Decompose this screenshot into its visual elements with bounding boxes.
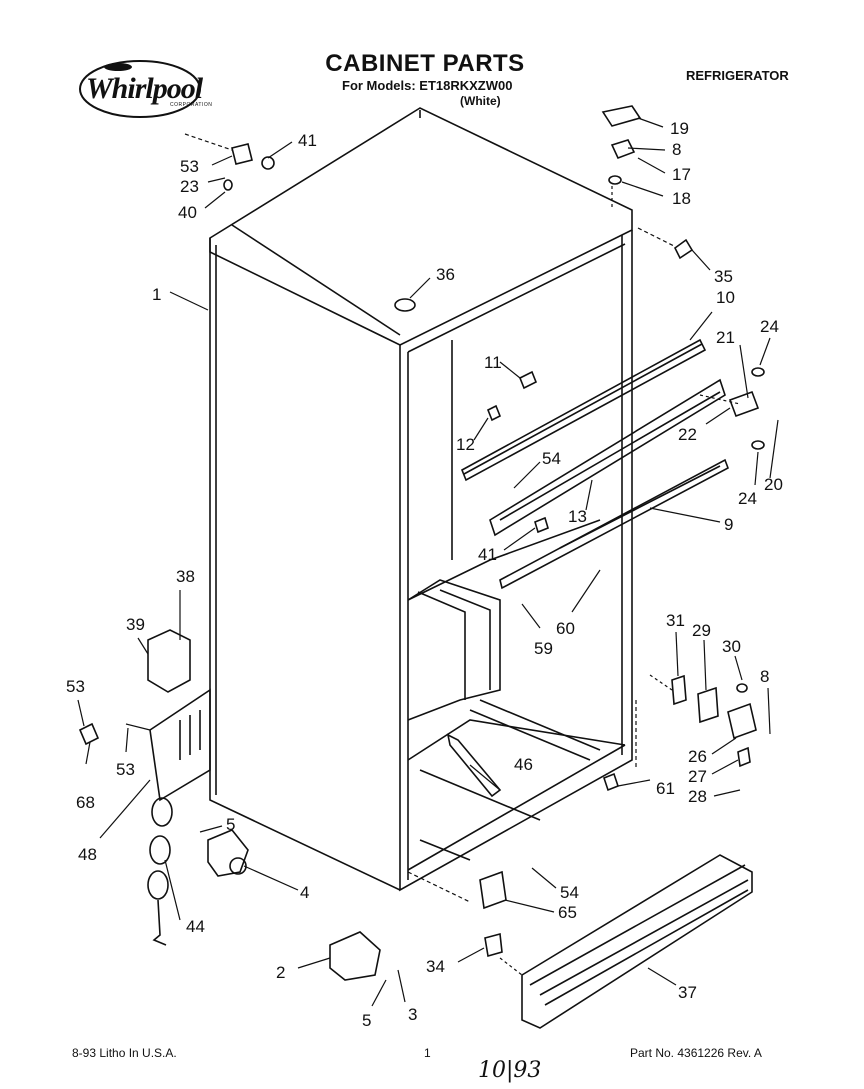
callout-17: 17 <box>672 165 691 184</box>
callout-29: 29 <box>692 621 711 640</box>
page-title: CABINET PARTS <box>325 50 525 77</box>
callout-48: 48 <box>78 845 97 864</box>
model-line: For Models: ET18RKXZW00 <box>342 78 513 93</box>
callout-11: 11 <box>484 353 502 372</box>
leader-lines <box>77 117 779 1007</box>
callout-34: 35 <box>714 267 733 286</box>
callout-24-top: 24 <box>760 317 779 336</box>
callout-8-top: 8 <box>672 140 681 159</box>
callout-53-mid: 53 <box>116 760 135 779</box>
base-grille <box>521 854 753 1029</box>
callout-1: 1 <box>152 285 161 304</box>
callout-26: 26 <box>688 747 707 766</box>
color-line: (White) <box>460 94 501 108</box>
callout-39: 40 <box>178 203 197 222</box>
callout-4: 4 <box>300 883 309 902</box>
handwritten-date: 10|93 <box>478 1058 542 1083</box>
callout-18: 18 <box>672 189 691 208</box>
callout-21: 21 <box>716 328 735 347</box>
callout-9: 9 <box>724 515 733 534</box>
callout-54-mid: 54 <box>542 449 561 468</box>
callout-5-bottom: 5 <box>362 1011 371 1030</box>
callout-41: 41 <box>478 545 497 564</box>
callout-53-top: 53 <box>180 157 199 176</box>
callout-59: 59 <box>534 639 553 658</box>
cabinet-shell <box>149 107 633 892</box>
callout-61: 61 <box>656 779 675 798</box>
callout-3: 3 <box>408 1005 417 1024</box>
callout-38: 39 <box>126 615 145 634</box>
callout-2: 2 <box>276 963 285 982</box>
callout-31: 31 <box>666 611 685 630</box>
callout-54-bottom: 54 <box>560 883 579 902</box>
callout-24-bottom: 24 <box>738 489 757 508</box>
callout-65: 65 <box>558 903 577 922</box>
callout-46: 46 <box>514 755 533 774</box>
callout-10: 10 <box>716 288 735 307</box>
shelf-rails <box>460 338 729 590</box>
litho-note: 8-93 Litho In U.S.A. <box>72 1046 177 1060</box>
small-parts <box>78 105 765 981</box>
callout-35: 37 <box>678 983 697 1002</box>
part-number: Part No. 4361226 Rev. A <box>630 1046 762 1060</box>
callout-53-left: 53 <box>66 677 85 696</box>
callout-13: 13 <box>568 507 587 526</box>
callout-numbers: 53 23 40 41 1 36 19 8 17 18 35 10 21 24 … <box>66 119 783 1030</box>
callout-44: 44 <box>186 917 205 936</box>
brand-sub: CORPORATION <box>170 102 213 108</box>
callout-33: 34 <box>426 957 445 976</box>
callout-30: 30 <box>722 637 741 656</box>
callout-8-right: 8 <box>760 667 769 686</box>
callout-36: 36 <box>436 265 455 284</box>
callout-37: 38 <box>176 567 195 586</box>
callout-5-top: 5 <box>226 815 235 834</box>
page-number: 1 <box>424 1046 431 1060</box>
callout-28: 28 <box>688 787 707 806</box>
logo-swoosh-icon <box>79 60 201 118</box>
callout-23: 23 <box>180 177 199 196</box>
brand-name: Whirlpool <box>86 72 203 105</box>
callout-19: 19 <box>670 119 689 138</box>
callout-68: 68 <box>76 793 95 812</box>
callout-40: 41 <box>298 131 317 150</box>
category-label: REFRIGERATOR <box>686 68 789 83</box>
callout-12: 12 <box>456 435 475 454</box>
callout-60: 60 <box>556 619 575 638</box>
callout-20: 20 <box>764 475 783 494</box>
cabinet-exploded-diagram: 53 23 40 41 1 36 19 8 17 18 35 10 21 24 … <box>66 105 783 1030</box>
callout-22: 22 <box>678 425 697 444</box>
callout-27: 27 <box>688 767 707 786</box>
whirlpool-logo: Whirlpool CORPORATION <box>78 58 218 120</box>
